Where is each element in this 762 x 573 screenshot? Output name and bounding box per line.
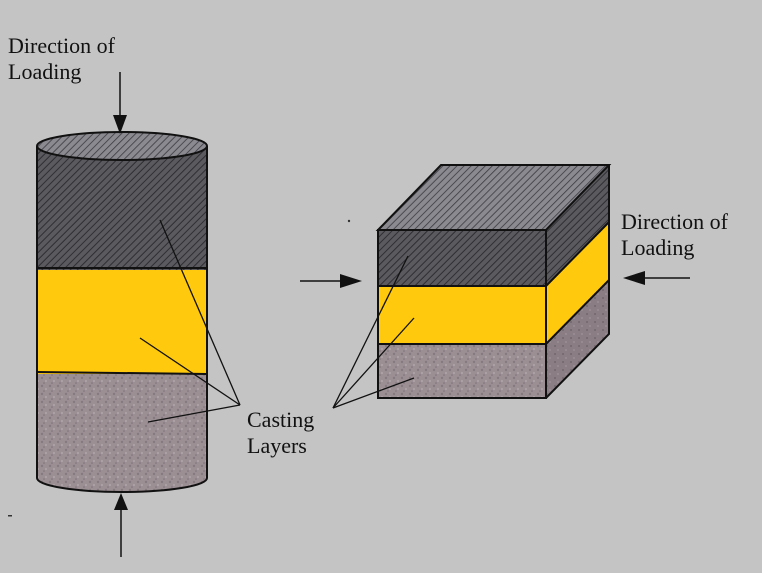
cylinder-dark-layer — [37, 146, 207, 270]
arrow-bottom-loading — [114, 493, 128, 557]
cylinder-gray-layer — [36, 371, 208, 493]
cylinder-yellow-layer — [37, 268, 207, 374]
casting-label-line1: Casting — [247, 407, 314, 432]
cylinder-top-face — [36, 131, 208, 161]
casting-label-line2: Layers — [247, 433, 307, 458]
arrow-left-loading — [300, 274, 362, 288]
cube-side-yellow-layer — [546, 222, 609, 344]
left-direction-label-line2: Loading — [8, 59, 81, 84]
right-direction-label-line1: Direction of — [621, 209, 729, 234]
cylinder-specimen — [36, 131, 208, 493]
cube-front-gray-layer — [378, 344, 546, 398]
arrow-top-loading — [113, 72, 127, 134]
arrow-right-loading — [623, 271, 690, 285]
right-direction-label-line2: Loading — [621, 235, 694, 260]
left-direction-label-line1: Direction of — [8, 33, 116, 58]
cube-front-dark-layer — [378, 230, 546, 286]
casting-leader-lines — [139, 219, 415, 423]
cube-specimen — [375, 164, 612, 399]
cube-side-dark-layer — [546, 165, 609, 286]
cube-front-yellow-layer — [378, 286, 546, 344]
cube-side-gray-layer — [546, 280, 609, 398]
